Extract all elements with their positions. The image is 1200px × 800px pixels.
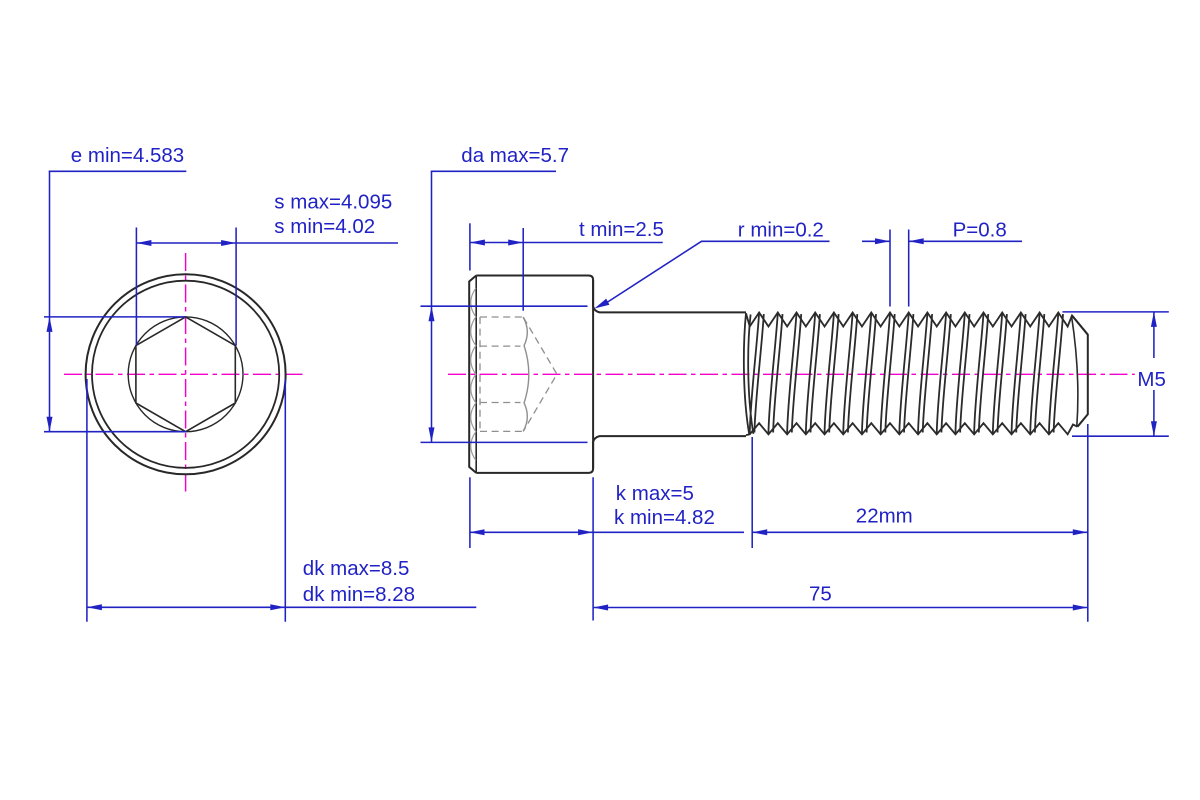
- svg-text:75: 75: [809, 582, 832, 605]
- svg-text:s max=4.095: s max=4.095: [274, 191, 392, 214]
- svg-text:P=0.8: P=0.8: [953, 218, 1007, 241]
- svg-text:s min=4.02: s min=4.02: [274, 215, 375, 238]
- svg-text:M5: M5: [1137, 368, 1165, 391]
- svg-text:dk max=8.5: dk max=8.5: [303, 557, 410, 580]
- svg-text:t min=2.5: t min=2.5: [579, 218, 664, 241]
- svg-text:dk min=8.28: dk min=8.28: [303, 583, 415, 606]
- svg-text:e min=4.583: e min=4.583: [71, 144, 184, 167]
- svg-text:k max=5: k max=5: [616, 482, 694, 505]
- svg-text:r min=0.2: r min=0.2: [738, 218, 824, 241]
- svg-text:da max=5.7: da max=5.7: [461, 144, 569, 167]
- svg-text:k min=4.82: k min=4.82: [614, 506, 715, 529]
- svg-text:22mm: 22mm: [856, 504, 913, 527]
